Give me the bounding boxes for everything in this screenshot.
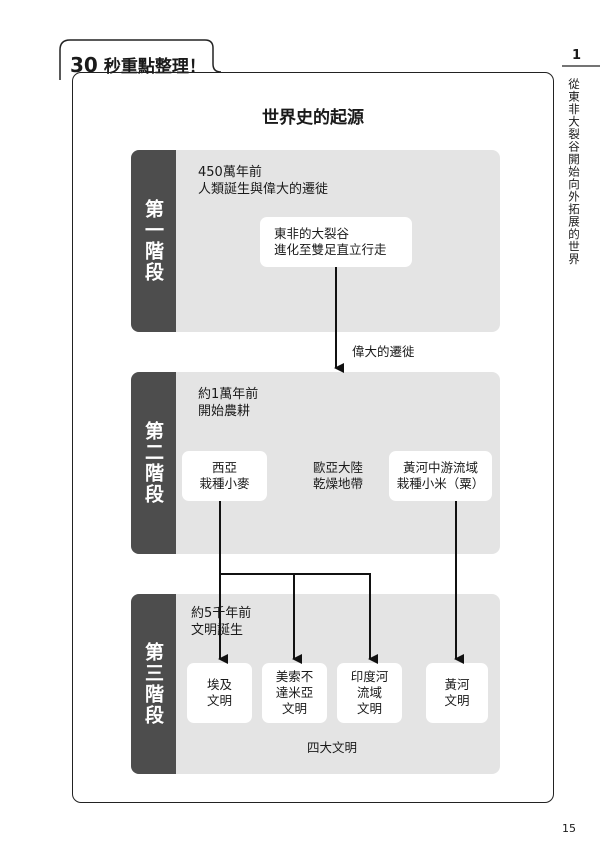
diagram-title: 世界史的起源	[262, 108, 364, 128]
box-great-rift: 東非的大裂谷 進化至雙足直立行走	[260, 217, 412, 267]
stage-1-tag: 第一階段	[131, 150, 176, 332]
label-four-civilizations: 四大文明	[306, 740, 357, 755]
stage-1-heading: 450萬年前 人類誕生與偉大的遷徙	[198, 165, 329, 197]
box-west-asia: 西亞 栽種小麥	[182, 451, 267, 501]
box-mesopotamia: 美索不 達米亞 文明	[262, 663, 327, 723]
stage-3-heading: 約5千年前 文明誕生	[191, 606, 252, 638]
label-eurasia-dry-zone: 歐亞大陸 乾燥地帶	[312, 460, 363, 491]
box-yellow-river: 黃河 文明	[426, 663, 488, 723]
chapter-title: 從東非大裂谷開始向外拓展的世界	[567, 78, 581, 266]
box-egypt: 埃及 文明	[187, 663, 252, 723]
page-number: 15	[562, 822, 576, 835]
side-chapter-line	[562, 65, 600, 67]
stage-3-tag: 第三階段	[131, 594, 176, 774]
arrow-to-mesopotamia	[220, 573, 302, 664]
chapter-number: 1	[572, 48, 582, 63]
header-tab-outline	[59, 39, 222, 80]
stage-2-heading: 約1萬年前 開始農耕	[198, 387, 259, 419]
box-yellow-river-middle: 黃河中游流域 栽種小米（粟）	[389, 451, 492, 501]
box-indus: 印度河 流域 文明	[337, 663, 402, 723]
summary-frame	[72, 72, 554, 803]
stage-2-tag: 第二階段	[131, 372, 176, 554]
label-great-migration: 偉大的遷徙	[352, 344, 415, 359]
